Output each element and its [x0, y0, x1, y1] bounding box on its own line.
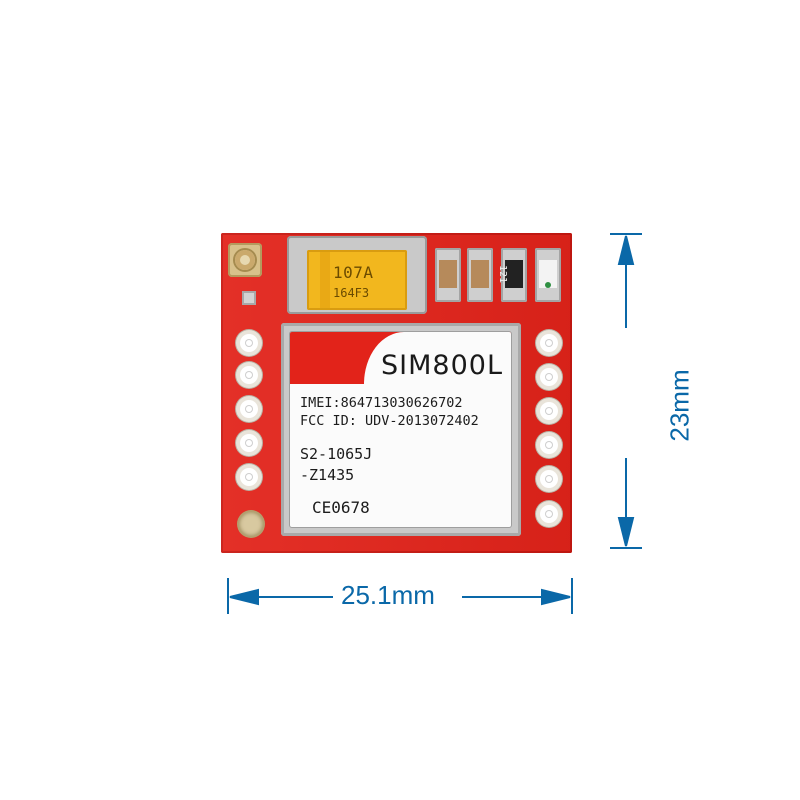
gsm-module-shield: SIM800L IMEI:864713030626702 FCC ID: UDV…	[281, 323, 521, 536]
smd-capacitor-1	[435, 248, 461, 302]
module-label: SIM800L IMEI:864713030626702 FCC ID: UDV…	[290, 332, 511, 527]
label-band-curve	[364, 332, 511, 384]
imei-text: IMEI:864713030626702	[300, 395, 463, 411]
smd-capacitor-2	[467, 248, 493, 302]
fcc-id-text: FCC ID: UDV-2013072402	[300, 413, 479, 429]
left-pin-hole	[240, 334, 258, 352]
led-indicator-dot	[545, 282, 551, 288]
test-pad	[242, 291, 256, 305]
right-pin-hole	[540, 334, 558, 352]
height-arrow-bottom	[617, 517, 635, 547]
status-led	[535, 248, 561, 302]
left-pin-hole	[240, 366, 258, 384]
right-pin-hole	[540, 368, 558, 386]
capacitor-marking-1: 107A	[333, 263, 374, 282]
right-pin-hole	[540, 402, 558, 420]
width-arrow-right	[541, 588, 571, 606]
right-pin-hole	[540, 470, 558, 488]
lot-code-2: -Z1435	[300, 466, 355, 484]
ce-mark: CE0678	[312, 498, 370, 517]
smd-resistor	[501, 248, 527, 302]
capacitor-polarity-stripe	[320, 252, 330, 308]
height-arrow-top	[617, 235, 635, 265]
ground-pad	[239, 512, 263, 536]
lot-code-1: S2-1065J	[300, 445, 373, 463]
right-pin-hole	[540, 436, 558, 454]
width-dimension-label: 25.1mm	[341, 580, 435, 610]
left-pin-hole	[240, 400, 258, 418]
height-dimension-label: 23mm	[664, 369, 695, 442]
antenna-connector	[228, 243, 262, 277]
left-pin-hole	[240, 468, 258, 486]
right-pin-hole	[540, 505, 558, 523]
capacitor-marking-2: 164F3	[333, 286, 370, 300]
model-name: SIM800L	[381, 350, 503, 381]
width-arrow-left	[229, 588, 259, 606]
left-pin-hole	[240, 434, 258, 452]
